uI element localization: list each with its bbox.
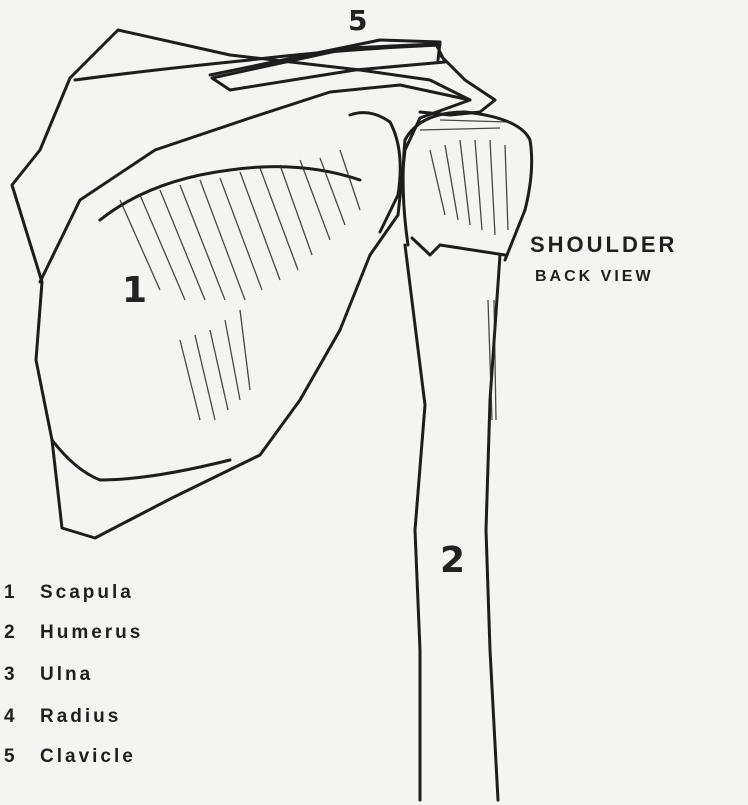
legend-label: Clavicle bbox=[40, 746, 136, 768]
scapula-outline bbox=[12, 30, 470, 538]
legend-key: 4 bbox=[4, 706, 18, 728]
legend-key: 2 bbox=[4, 622, 18, 644]
legend-item: 4 Radius bbox=[0, 706, 260, 736]
diagram-title: Shoulder bbox=[530, 232, 677, 258]
legend-item: 5 Clavicle bbox=[0, 746, 260, 776]
humerus-callout: 2 bbox=[440, 540, 465, 581]
clavicle-callout: 5 bbox=[348, 4, 367, 37]
diagram-subtitle: Back view bbox=[535, 268, 654, 286]
legend-key: 5 bbox=[4, 746, 18, 768]
legend-label: Ulna bbox=[40, 664, 93, 686]
legend-item: 1 Scapula bbox=[0, 582, 260, 612]
legend-item: 2 Humerus bbox=[0, 622, 260, 652]
scapula-callout: 1 bbox=[122, 270, 147, 311]
legend-key: 1 bbox=[4, 582, 18, 604]
legend-key: 3 bbox=[4, 664, 18, 686]
legend-label: Humerus bbox=[40, 622, 143, 644]
legend-label: Scapula bbox=[40, 582, 134, 604]
legend-label: Radius bbox=[40, 706, 121, 728]
humerus-shaft bbox=[405, 245, 425, 800]
legend-item: 3 Ulna bbox=[0, 664, 260, 694]
humeral-head bbox=[405, 112, 532, 260]
